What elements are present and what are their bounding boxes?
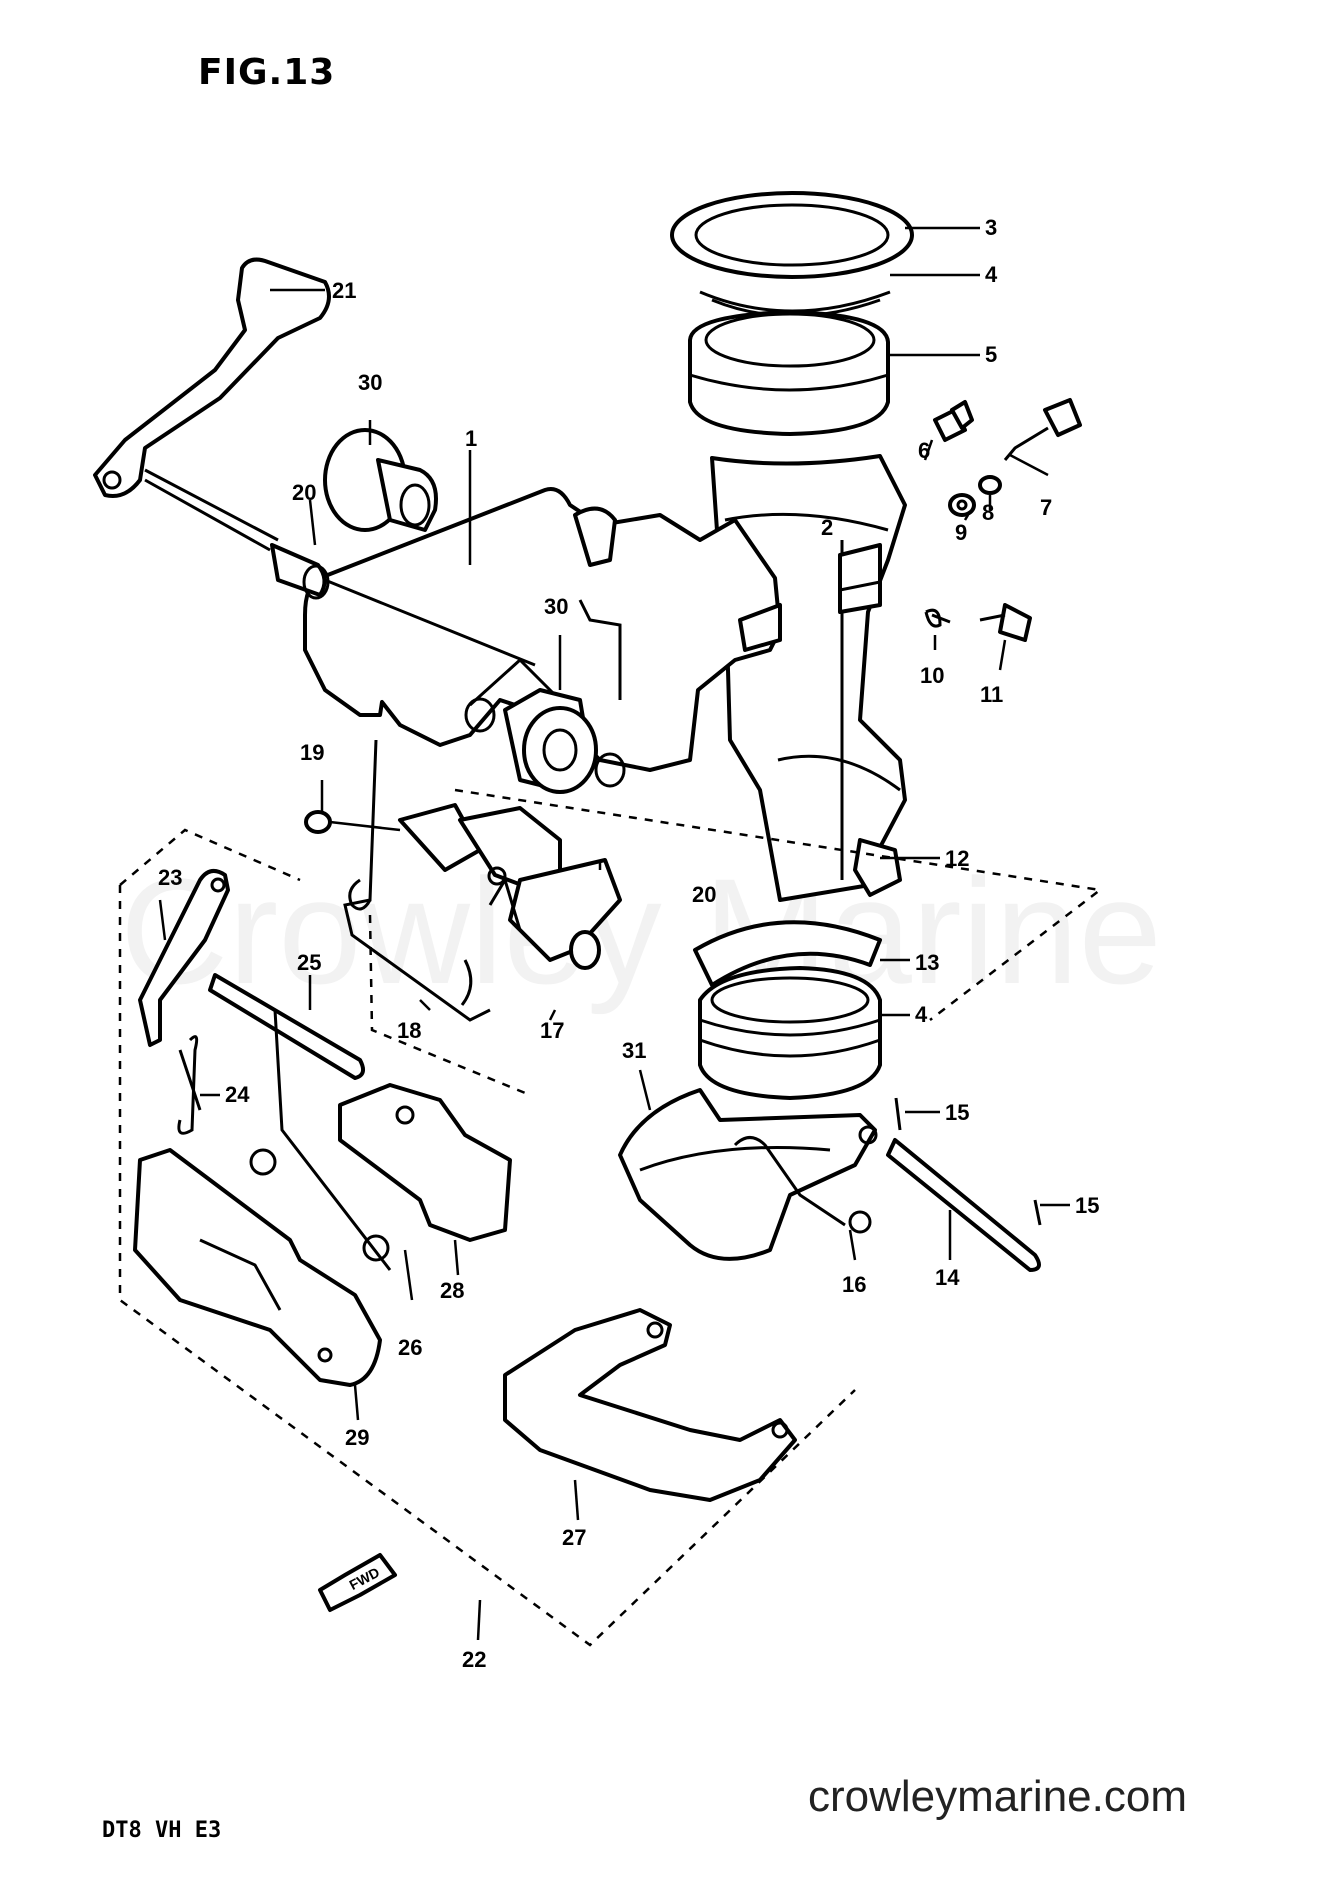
- label-13: 13: [915, 950, 939, 975]
- part-17-tilt-lock-plunger: [398, 803, 622, 970]
- part-7-bolt: [1003, 398, 1082, 461]
- part-28-lever: [338, 1083, 512, 1242]
- part-30-bushing-upper: [323, 428, 438, 532]
- part-11-wing-bolt: [979, 603, 1032, 642]
- fwd-arrow: FWD: [318, 1553, 397, 1612]
- label-7: 7: [1040, 495, 1052, 520]
- part-13-ring: [693, 920, 882, 987]
- label-17: 17: [540, 1018, 564, 1043]
- part-23-bracket: [138, 869, 230, 1047]
- label-1: 1: [465, 426, 477, 451]
- part-21-tilt-lever: [93, 257, 331, 552]
- part-29-plate: [133, 1148, 382, 1387]
- label-23: 23: [158, 865, 182, 890]
- site-url: crowleymarine.com: [808, 1772, 1187, 1821]
- label-9: 9: [955, 520, 967, 545]
- part-6-grease-nipple: [933, 400, 974, 442]
- part-27-lower-bracket: [503, 1308, 797, 1502]
- part-10-spring: [924, 608, 951, 628]
- part-15-cotter-pin-lower: [1033, 1199, 1042, 1226]
- label-4-lower: 4: [915, 1002, 928, 1027]
- label-20-upper: 20: [292, 480, 316, 505]
- label-21: 21: [332, 278, 356, 303]
- part-30-bushing-lower: [503, 688, 598, 794]
- label-30-upper: 30: [358, 370, 382, 395]
- model-code: DT8 VH E3: [102, 1818, 222, 1843]
- part-8-nut: [978, 475, 1002, 495]
- label-6: 6: [918, 438, 930, 463]
- label-22: 22: [462, 1647, 486, 1672]
- label-15-upper: 15: [945, 1100, 969, 1125]
- part-9-washer: [948, 493, 976, 517]
- label-11: 11: [980, 682, 1003, 707]
- part-3-ring: [670, 191, 914, 279]
- label-25: 25: [297, 950, 321, 975]
- part-31-thrust-bracket: [618, 1088, 878, 1261]
- label-28: 28: [440, 1278, 464, 1303]
- part-4-bushing-lower: [698, 966, 882, 1100]
- part-5-bushing: [688, 310, 890, 436]
- part-25-rod: [208, 973, 366, 1080]
- part-19-screw: [304, 810, 401, 834]
- label-24: 24: [225, 1082, 250, 1107]
- label-29: 29: [345, 1425, 369, 1450]
- part-14-shaft: [886, 1138, 1041, 1272]
- label-27: 27: [562, 1525, 586, 1550]
- part-20-pin-upper: [270, 543, 330, 600]
- leader-lines: [158, 226, 1070, 1641]
- label-15-lower: 15: [1075, 1193, 1099, 1218]
- part-15-cotter-pin-upper: [894, 1097, 902, 1131]
- label-31: 31: [622, 1038, 646, 1063]
- label-2: 2: [821, 515, 833, 540]
- part-26-spring-wire: [249, 1009, 392, 1271]
- label-14: 14: [935, 1265, 960, 1290]
- label-8: 8: [982, 500, 994, 525]
- label-10: 10: [920, 663, 944, 688]
- label-12: 12: [945, 846, 969, 871]
- part-22-kit-outline: [118, 788, 1104, 1647]
- part-24-spring: [177, 1035, 202, 1135]
- part-16-spring: [733, 1136, 872, 1234]
- label-19: 19: [300, 740, 324, 765]
- label-18: 18: [397, 1018, 421, 1043]
- label-4-upper: 4: [985, 262, 998, 287]
- callout-labels: 3 4 5 21 30 1 20 2 30 6 7 8 9 10 11 19 1…: [158, 215, 1099, 1672]
- label-26: 26: [398, 1335, 422, 1360]
- label-16: 16: [842, 1272, 866, 1297]
- label-3: 3: [985, 215, 997, 240]
- figure-title: FIG.13: [198, 52, 336, 93]
- label-30-lower: 30: [544, 594, 568, 619]
- label-20-lower: 20: [692, 882, 716, 907]
- label-5: 5: [985, 342, 997, 367]
- part-18-spring-rod: [343, 739, 491, 1022]
